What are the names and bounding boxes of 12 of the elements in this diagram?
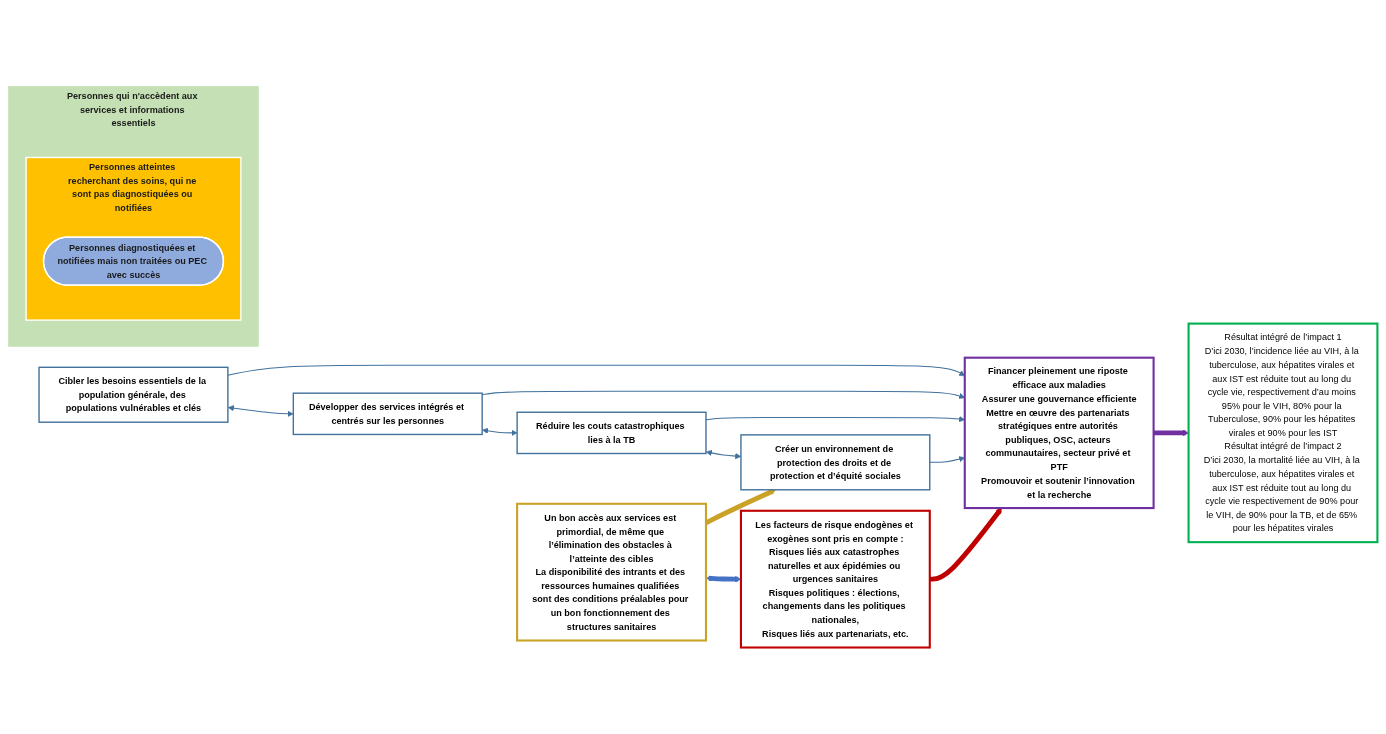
arrow — [929, 507, 1002, 582]
node-box: Créer un environnement de protection des droits et de protection et d’équité sociales — [740, 434, 931, 491]
node-box: Les facteurs de risque endogènes et exogènes sont pris en compte : Risques liés aux catastrophes naturelles et aux épidémies ou urgences sanitaires Risques politiques : élections, changements dans les politiques nationales, Risques liés aux partenariats, etc. — [739, 509, 931, 649]
node-box: Développer des services intégrés et centrés sur les personnes — [292, 392, 483, 436]
arrow — [227, 405, 294, 417]
node-box: Cibler les besoins essentiels de la population générale, des populations vulnérables et clés — [38, 366, 229, 423]
node-box: Financer pleinement une riposte efficace aux maladies Assurer une gouvernance efficiente Mettre en œuvre des partenariats stratégiques entre autorités publiques, OSC, acteurs communautaires, secteur privé et PTF Promouvoir et soutenir l’innovation et la recherche — [963, 356, 1155, 510]
arrow — [1153, 429, 1189, 436]
node-box: Réduire les couts catastrophiques lies à la TB — [516, 411, 707, 455]
node-box: Résultat intégré de l’impact 1 D’ici 2030, l’incidence liée au VIH, à la tuberculose, aux hépatites virales et aux IST est réduite tout au long du cycle vie, respectivement d’au moins 95% pour le VIH, 80% pour la Tuberculose, 90% pour les hépatites virales et 90% pour les IST Résultat intégré de l’impact 2 D’ici 2030, la mortalité liée au VIH, à la tuberculose, aux hépatites virales et aux IST est réduite tout au long du cycle vie respectivement de 90% pour le VIH, de 90% pour la TB, et de 65% pour les hépatites virales — [1187, 322, 1379, 544]
arrow — [482, 427, 518, 436]
node-box: Un bon accès aux services est primordial, de même que l’élimination des obstacles à l’atteinte des cibles La disponibilité des intrants et des ressources humaines qualifiées sont des conditions préalables pour un bon fonctionnement des structures sanitaires — [516, 502, 707, 642]
